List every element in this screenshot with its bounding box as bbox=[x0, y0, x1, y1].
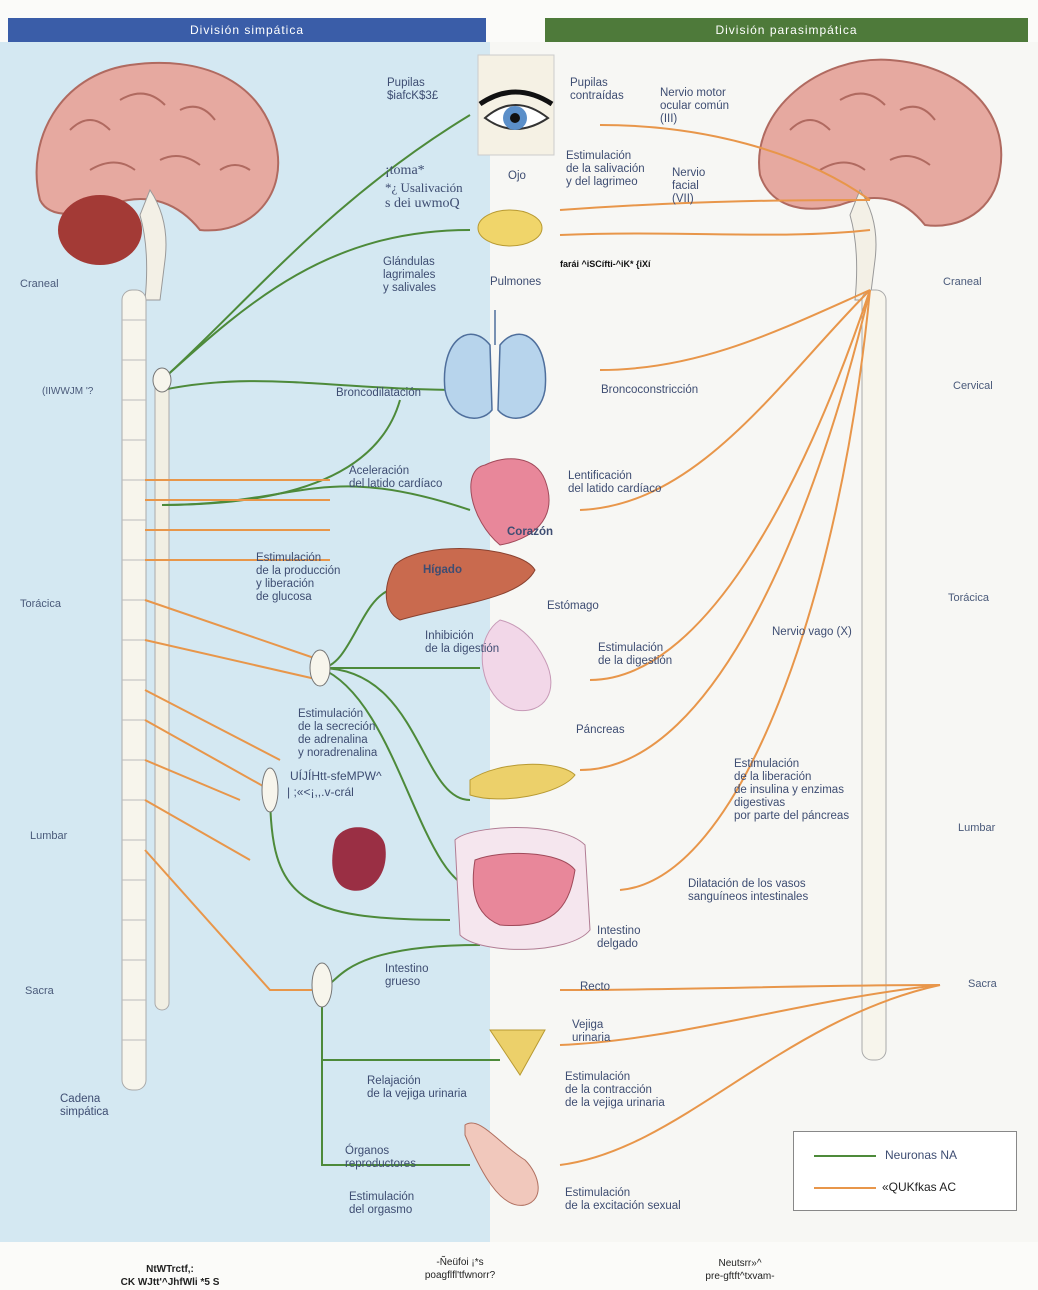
organ-stomach-label: Estómago bbox=[547, 600, 599, 613]
left-region-sacra: Sacra bbox=[25, 985, 54, 997]
sympathetic-chain-label: Cadena simpática bbox=[60, 1093, 109, 1119]
para-bronchoconstriction-label: Broncoconstricción bbox=[601, 384, 698, 397]
footer-center: -Ñeüfoi ¡*s poagflfl'tfwnorr? bbox=[370, 1256, 550, 1282]
reproductive-icon bbox=[465, 1123, 538, 1205]
para-insulin-label: Estimulación de la liberación de insulin… bbox=[734, 758, 849, 823]
right-region-lumbar: Lumbar bbox=[958, 822, 995, 834]
liver-icon bbox=[386, 549, 535, 620]
right-region-craneal: Craneal bbox=[943, 276, 982, 288]
sym-toma-1: ¡toma* bbox=[385, 164, 425, 177]
sym-adrenaline-label: Estimulación de la secreción de adrenali… bbox=[298, 708, 377, 760]
left-cervical-garbled: (IIWWJM '? bbox=[42, 386, 93, 397]
sym-toma-2: *¿ Usalivación bbox=[385, 181, 463, 194]
sym-orgasm-label: Estimulación del orgasmo bbox=[349, 1191, 414, 1217]
organ-eye-label: Ojo bbox=[508, 170, 526, 183]
right-region-sacra: Sacra bbox=[968, 978, 997, 990]
para-oculomotor-label: Nervio motor ocular común (III) bbox=[660, 87, 729, 126]
adrenal-kidney-icon bbox=[332, 827, 386, 890]
sym-glands-label: Glándulas lagrimales y salivales bbox=[383, 256, 436, 295]
pancreas-icon bbox=[470, 764, 575, 799]
para-facial-label: Nervio facial (VII) bbox=[672, 167, 705, 206]
sym-toma-3: s dei uwmoQ bbox=[385, 197, 460, 210]
organ-rectum-label: Recto bbox=[580, 981, 610, 994]
legend-swatches bbox=[794, 1132, 1016, 1210]
organ-pancreas-label: Páncreas bbox=[576, 724, 625, 737]
right-region-cervical: Cervical bbox=[953, 380, 993, 392]
sym-glucose-label: Estimulación de la producción y liberaci… bbox=[256, 552, 340, 604]
para-garbled-label: farái ^iSCífti-^iK* {iXí bbox=[560, 258, 651, 271]
footer-right: Neutsrr»^ pre-gftft^txvam- bbox=[650, 1257, 830, 1283]
organ-lungs-label: Pulmones bbox=[490, 276, 541, 289]
right-region-toracica: Torácica bbox=[948, 592, 989, 604]
legend-box: Neuronas NA «QUKfkas AC bbox=[793, 1131, 1017, 1211]
legend-na-label: Neuronas NA bbox=[885, 1149, 957, 1162]
left-region-lumbar: Lumbar bbox=[30, 830, 67, 842]
salivary-gland-icon bbox=[478, 210, 542, 246]
right-brain-icon bbox=[759, 60, 1001, 1060]
organ-liver-label: Hígado bbox=[423, 564, 462, 577]
left-region-toracica: Torácica bbox=[20, 598, 61, 610]
organ-small-intestine-label: Intestino delgado bbox=[597, 925, 640, 951]
sym-large-intestine-label: Intestino grueso bbox=[385, 963, 428, 989]
eye-icon bbox=[478, 55, 554, 155]
left-brain-icon bbox=[37, 63, 279, 300]
para-vasodilation-label: Dilatación de los vasos sanguíneos intes… bbox=[688, 878, 808, 904]
sym-heart-acceleration-label: Aceleración del latido cardíaco bbox=[349, 465, 442, 491]
organ-heart-label: Corazón bbox=[507, 526, 553, 539]
para-vagus-label: Nervio vago (X) bbox=[772, 626, 852, 639]
left-region-craneal: Craneal bbox=[20, 278, 59, 290]
para-heart-slowing-label: Lentificación del latido cardíaco bbox=[568, 470, 661, 496]
para-sexual-arousal-label: Estimulación de la excitación sexual bbox=[565, 1187, 681, 1213]
para-salivation-label: Estimulación de la salivación y del lagr… bbox=[566, 150, 645, 189]
para-bladder-contraction-label: Estimulación de la contracción de la vej… bbox=[565, 1071, 665, 1110]
sym-digestion-inhibition-label: Inhibición de la digestión bbox=[425, 630, 499, 656]
organ-bladder-label: Vejiga urinaria bbox=[572, 1019, 610, 1045]
lungs-icon bbox=[444, 310, 545, 418]
sym-pupils-label: Pupilas $iafcK$3£ bbox=[387, 77, 438, 103]
sym-garbled-1: UÍJÍHtt-sfeMPW^ bbox=[290, 770, 382, 783]
para-digestion-label: Estimulación de la digestión bbox=[598, 642, 672, 668]
bladder-icon bbox=[490, 1030, 545, 1075]
sym-bladder-relaxation-label: Relajación de la vejiga urinaria bbox=[367, 1075, 467, 1101]
sym-reproductive-label: Órganos reproductores bbox=[345, 1145, 416, 1171]
footer-left: NtWTrctf,: CK WJtt'^JhfWli *5 S bbox=[80, 1263, 260, 1289]
ganglia bbox=[153, 368, 332, 1007]
sym-bronchodilation-label: Broncodilatación bbox=[336, 387, 421, 400]
legend-ac-label: «QUKfkas AC bbox=[882, 1181, 956, 1194]
para-pupils-label: Pupilas contraídas bbox=[570, 77, 624, 103]
sym-garbled-2: | ;«<¡,,.v-crál bbox=[287, 786, 354, 799]
